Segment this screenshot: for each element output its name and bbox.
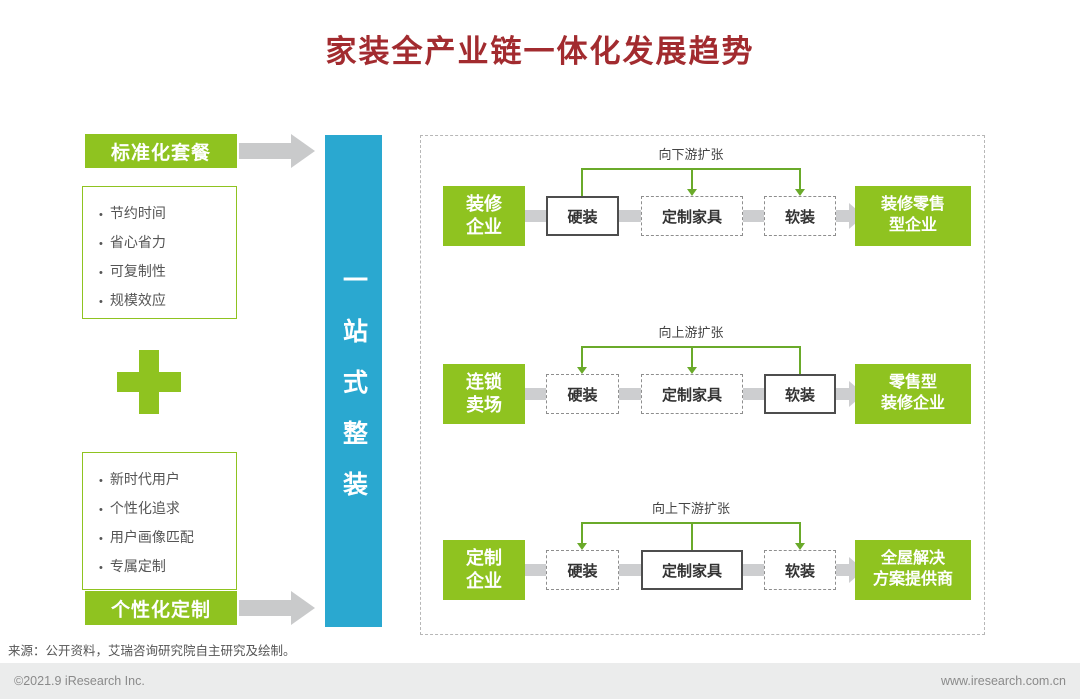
right-arrow-icon <box>239 134 319 168</box>
flow-row-decoration-company: 向下游扩张 装修 企业 硬装 定制家具 软装 装修零售 型企业 <box>421 142 986 302</box>
down-arrow-icon <box>795 522 805 552</box>
down-arrow-icon <box>795 168 805 198</box>
personalized-custom-label: 个性化定制 <box>85 591 237 625</box>
expand-direction-label: 向上游扩张 <box>658 325 724 340</box>
need-item: 用户画像匹配 <box>99 524 236 553</box>
standardized-package-label: 标准化套餐 <box>85 134 237 168</box>
flow-item-label: 定制家具 <box>661 386 722 404</box>
industry-chain-panel: 向下游扩张 装修 企业 硬装 定制家具 软装 装修零售 型企业 向上游扩张 连锁… <box>420 135 985 635</box>
down-arrow-icon <box>687 168 697 198</box>
footer-bar: ©2021.9 iResearch Inc. www.iresearch.com… <box>0 663 1080 699</box>
flow-item-label: 软装 <box>784 208 815 226</box>
copyright-text: ©2021.9 iResearch Inc. <box>14 674 145 688</box>
arrow-head <box>291 134 315 168</box>
source-company-box: 定制 企业 <box>443 540 525 600</box>
right-arrow-icon <box>239 591 319 625</box>
flow-item: 定制家具 <box>641 374 743 414</box>
expand-direction-label: 向上下游扩张 <box>651 501 730 516</box>
flow-row-chain-store: 向上游扩张 连锁 卖场 硬装 定制家具 软装 零售型 装修企业 <box>421 320 986 480</box>
flow-item-label: 硬装 <box>567 208 598 226</box>
arrow-head <box>291 591 315 625</box>
benefit-item: 规模效应 <box>99 287 236 316</box>
flow-item: 硬装 <box>546 374 619 414</box>
flow-item: 定制家具 <box>641 550 743 590</box>
flow-item-label: 硬装 <box>567 562 598 580</box>
flow-item: 软装 <box>764 196 836 236</box>
connector-stub <box>799 346 801 374</box>
flow-item: 硬装 <box>546 550 619 590</box>
website-link[interactable]: www.iresearch.com.cn <box>940 674 1066 688</box>
flow-item-label: 硬装 <box>567 386 598 404</box>
flow-row-custom-company: 向上下游扩张 定制 企业 硬装 定制家具 软装 全屋解决 方案提供商 <box>421 496 986 656</box>
connector-stub <box>691 522 693 550</box>
down-arrow-icon <box>577 522 587 552</box>
flow-item: 软装 <box>764 550 836 590</box>
need-item: 个性化追求 <box>99 495 236 524</box>
flow-item: 定制家具 <box>641 196 743 236</box>
plus-icon <box>117 350 181 414</box>
result-company-box: 全屋解决 方案提供商 <box>855 540 971 600</box>
flow-item-label: 软装 <box>784 562 815 580</box>
personalized-needs-box: 新时代用户 个性化追求 用户画像匹配 专属定制 <box>82 452 237 590</box>
benefits-list: 节约时间 省心省力 可复制性 规模效应 <box>83 200 236 316</box>
page-title: 家装全产业链一体化发展趋势 <box>325 34 755 69</box>
result-company-box: 零售型 装修企业 <box>855 364 971 424</box>
down-arrow-icon <box>687 346 697 376</box>
need-item: 专属定制 <box>99 553 236 582</box>
flow-item-label: 定制家具 <box>661 208 722 226</box>
one-stop-renovation-label: 一站式整装 <box>339 266 368 522</box>
source-company-box: 连锁 卖场 <box>443 364 525 424</box>
flow-item-label: 软装 <box>784 386 815 404</box>
need-item: 新时代用户 <box>99 466 236 495</box>
flow-item: 硬装 <box>546 196 619 236</box>
needs-list: 新时代用户 个性化追求 用户画像匹配 专属定制 <box>83 466 236 582</box>
arrow-body <box>239 143 291 159</box>
benefit-item: 可复制性 <box>99 258 236 287</box>
source-note: 来源：公开资料，艾瑞咨询研究院自主研究及绘制。 <box>8 644 296 658</box>
one-stop-renovation-bar: 一站式整装 <box>325 135 382 627</box>
flow-item: 软装 <box>764 374 836 414</box>
source-company-box: 装修 企业 <box>443 186 525 246</box>
expand-direction-label: 向下游扩张 <box>658 147 724 162</box>
standardized-benefits-box: 节约时间 省心省力 可复制性 规模效应 <box>82 186 237 319</box>
arrow-body <box>239 600 291 616</box>
benefit-item: 节约时间 <box>99 200 236 229</box>
connector-stub <box>581 168 583 196</box>
flow-item-label: 定制家具 <box>661 562 722 580</box>
benefit-item: 省心省力 <box>99 229 236 258</box>
down-arrow-icon <box>577 346 587 376</box>
result-company-box: 装修零售 型企业 <box>855 186 971 246</box>
